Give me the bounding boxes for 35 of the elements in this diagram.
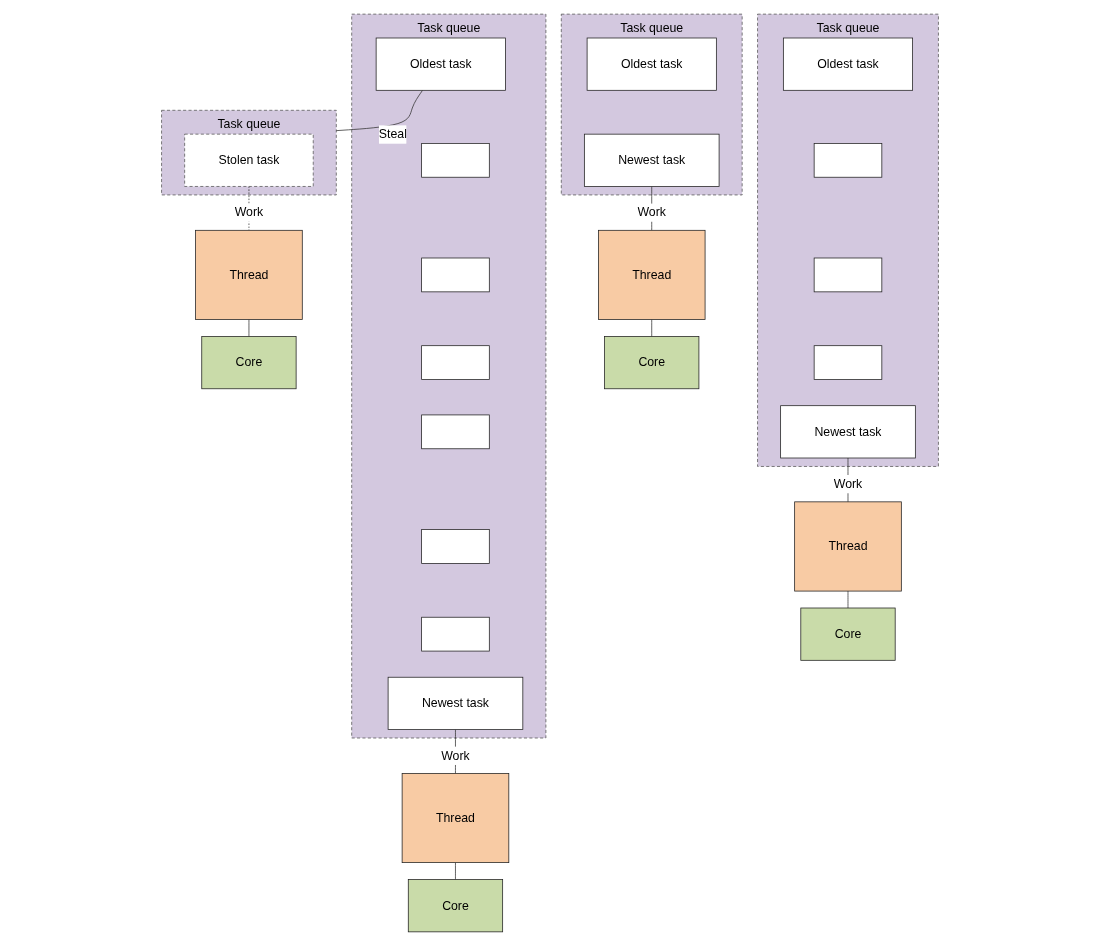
node-box: Newest task (584, 133, 720, 187)
edge-label: Work (441, 748, 470, 762)
connector (248, 185, 250, 231)
node-box: Oldest task (782, 37, 913, 91)
node-box: Core (800, 607, 896, 661)
node-box (813, 257, 883, 292)
node-box: Core (407, 878, 504, 932)
edge-label: Work (637, 205, 666, 219)
node-box: Core (604, 335, 700, 389)
node-box: Newest task (780, 404, 916, 458)
node-box: Stolen task (184, 133, 314, 187)
edge-label: Work (234, 205, 264, 219)
node-box (421, 528, 490, 564)
connector (335, 89, 423, 131)
connector (651, 318, 653, 337)
node-box (813, 344, 883, 380)
edge-label: Work (833, 476, 863, 490)
connector (847, 590, 849, 608)
node-box: Oldest task (375, 37, 506, 91)
node-box: Thread (598, 229, 706, 320)
node-box: Thread (401, 772, 510, 863)
node-box: Thread (794, 500, 902, 591)
node-box (421, 142, 490, 178)
node-box: Thread (195, 229, 303, 320)
node-box (421, 257, 490, 292)
connector (248, 318, 250, 337)
connector (455, 861, 456, 880)
node-box (421, 414, 490, 449)
edge-label: Steal (378, 127, 407, 141)
node-box (813, 142, 883, 178)
node-box (421, 616, 490, 651)
node-box: Core (201, 335, 297, 389)
node-box (421, 344, 490, 380)
node-box: Newest task (387, 676, 524, 730)
node-box: Oldest task (586, 37, 717, 91)
